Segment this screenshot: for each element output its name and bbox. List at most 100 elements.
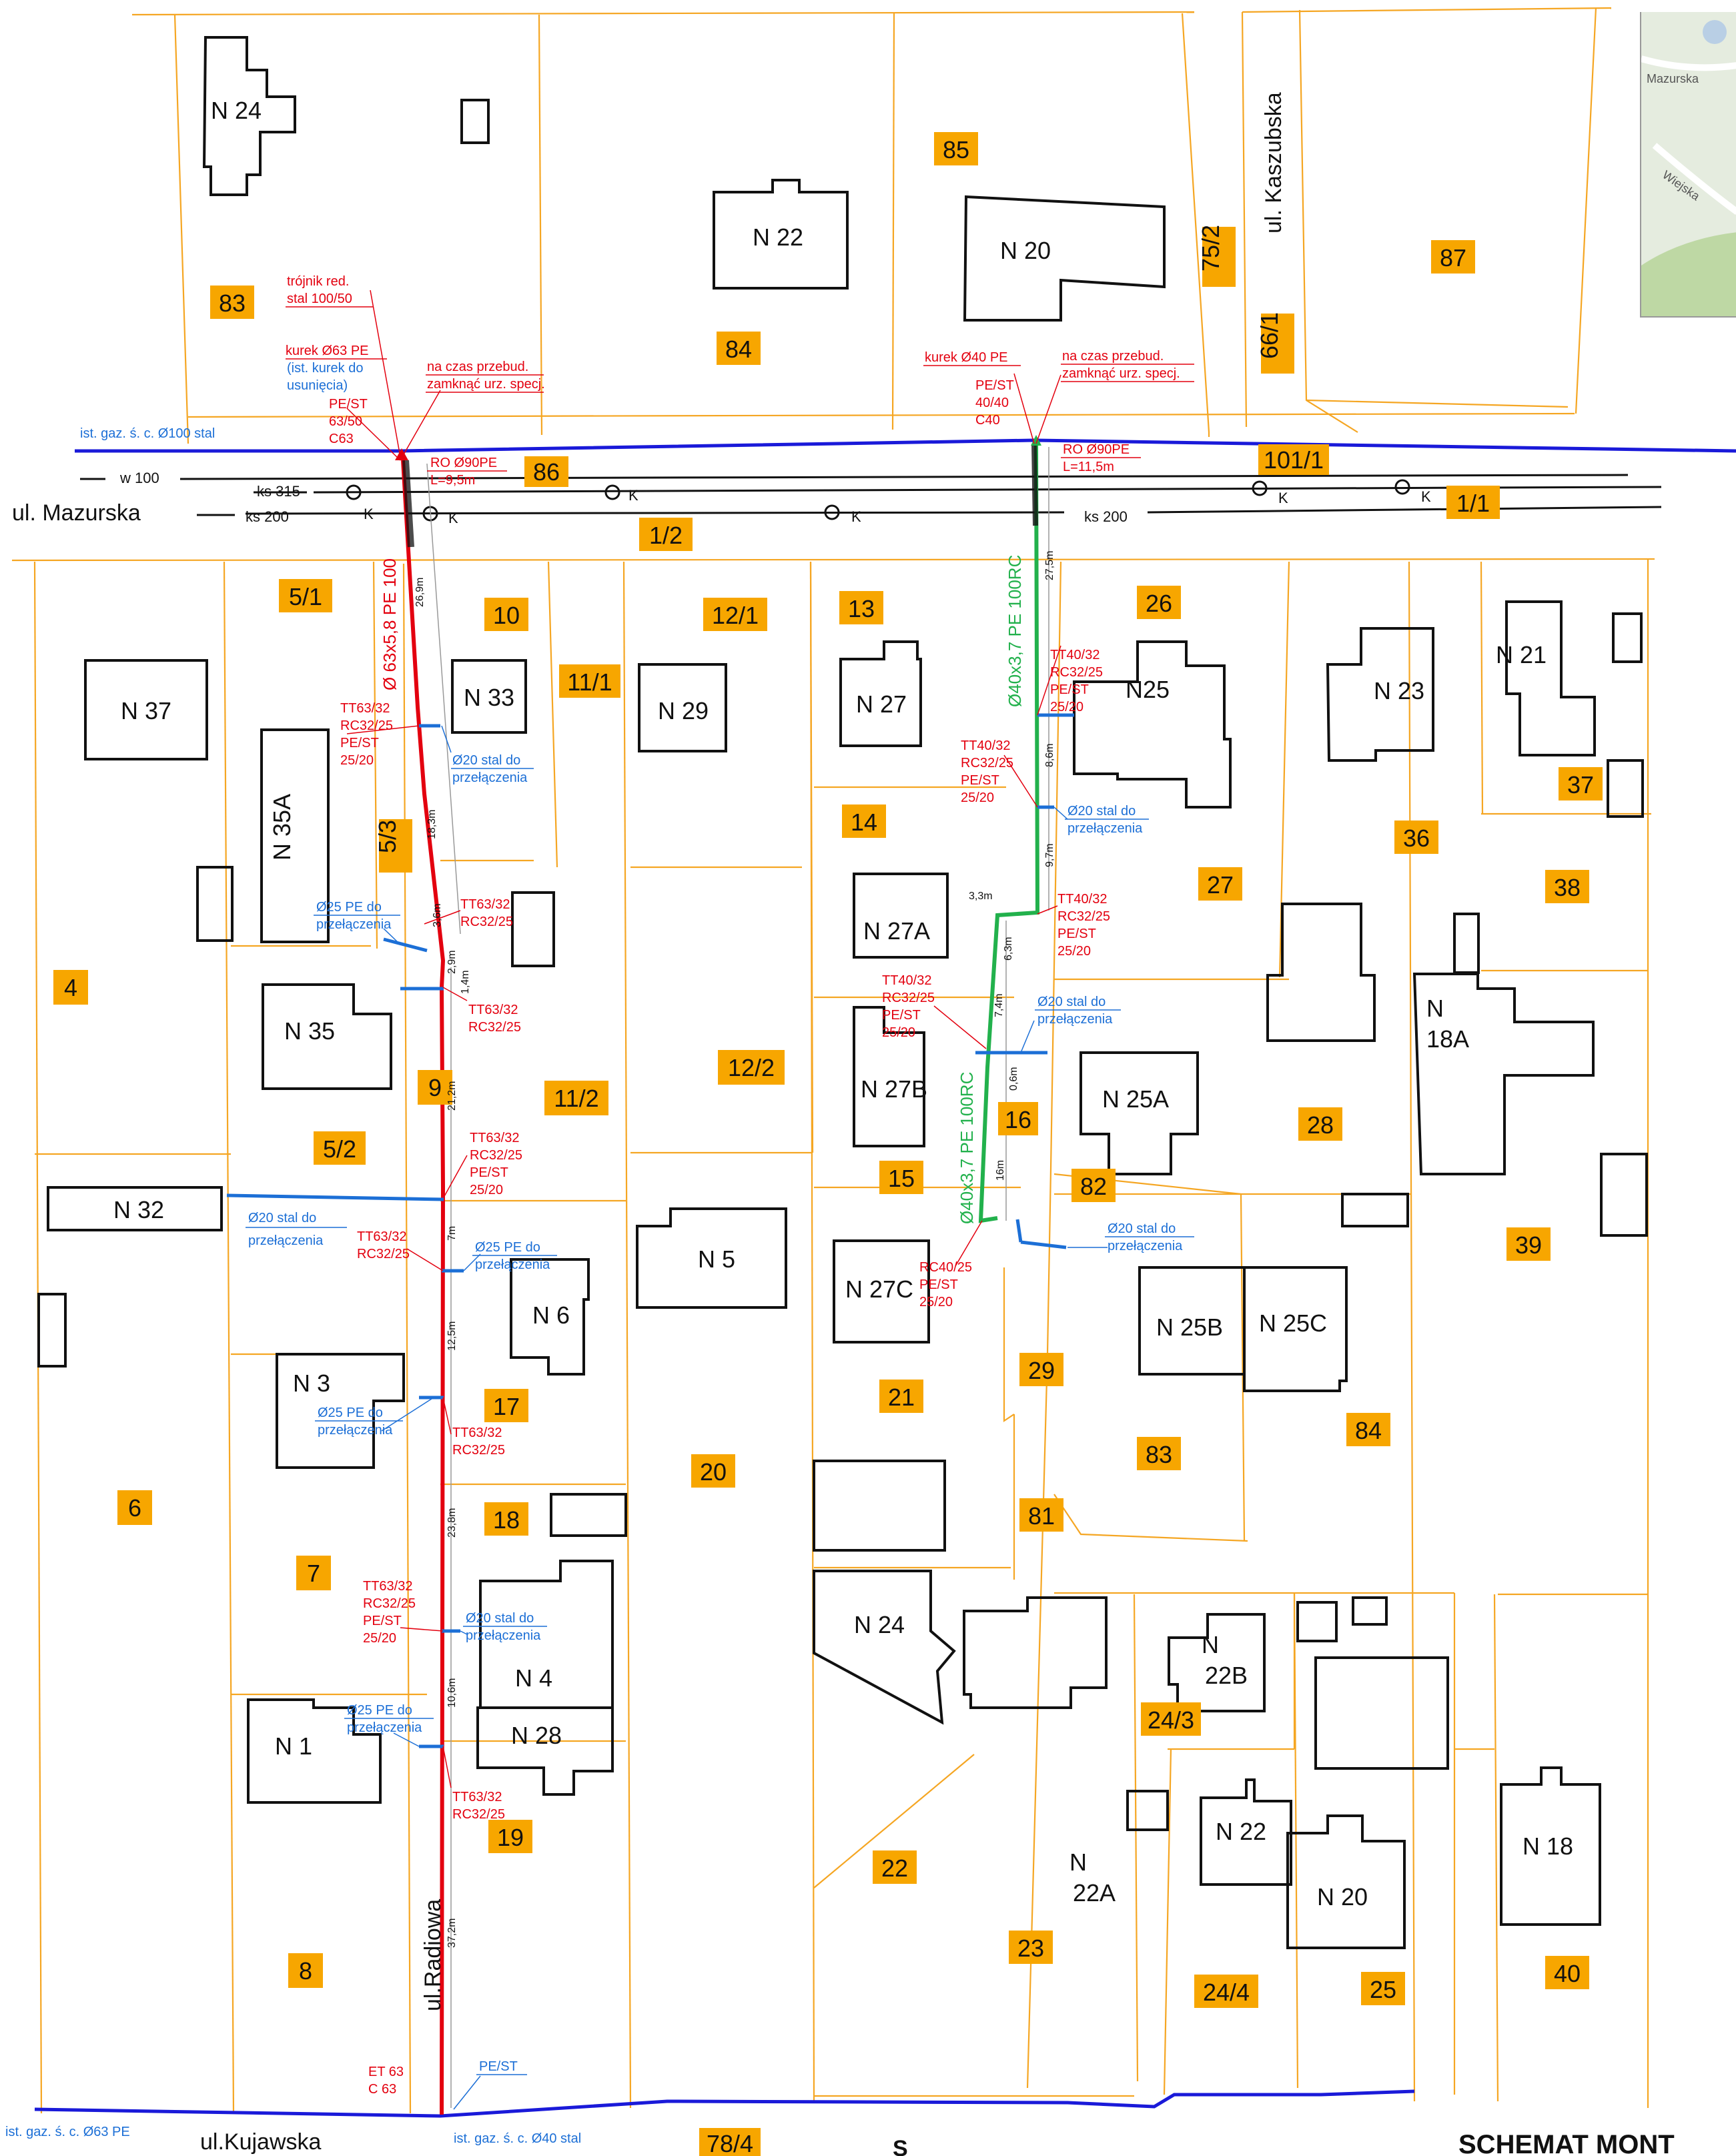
svg-text:zamknąć urz. specj.: zamknąć urz. specj. bbox=[427, 377, 545, 392]
building-n33 bbox=[451, 659, 527, 734]
building-n18a bbox=[1412, 973, 1595, 1175]
svg-text:TT63/32: TT63/32 bbox=[452, 1790, 502, 1804]
building-label: N 24 bbox=[211, 97, 262, 124]
gas-main-bottom-right-label: ist. gaz. ś. c. Ø40 stal bbox=[454, 2131, 581, 2146]
svg-text:RC32/25: RC32/25 bbox=[470, 1148, 522, 1163]
svg-text:25/20: 25/20 bbox=[470, 1183, 503, 1197]
street-name-kaszubska: ul. Kaszubska bbox=[1261, 92, 1286, 233]
svg-text:PE/ST: PE/ST bbox=[479, 2059, 518, 2074]
svg-text:85: 85 bbox=[943, 136, 969, 163]
plot-label: 29 bbox=[1019, 1353, 1063, 1386]
building-n20-top bbox=[963, 195, 1166, 322]
svg-text:TT63/32: TT63/32 bbox=[452, 1426, 502, 1440]
building-shed-2b bbox=[1352, 1596, 1388, 1626]
building-label: N 25A bbox=[1102, 1085, 1169, 1113]
svg-text:przełączenia: przełączenia bbox=[316, 917, 392, 932]
svg-text:26: 26 bbox=[1146, 590, 1172, 617]
svg-text:82: 82 bbox=[1080, 1173, 1107, 1200]
building-label: 22A bbox=[1073, 1879, 1116, 1907]
svg-text:63/50: 63/50 bbox=[329, 414, 362, 429]
svg-text:6: 6 bbox=[128, 1494, 141, 1522]
blue-annotations: (ist. kurek do usunięcia) Ø20 stal do pr… bbox=[246, 361, 1194, 2075]
building-label: N bbox=[1202, 1631, 1219, 1658]
svg-text:16: 16 bbox=[1005, 1106, 1031, 1133]
building-n27b bbox=[853, 1006, 925, 1147]
building-shed-top bbox=[460, 99, 490, 144]
svg-text:RC32/25: RC32/25 bbox=[1050, 665, 1103, 680]
svg-text:PE/ST: PE/ST bbox=[975, 378, 1014, 393]
building-label: N 20 bbox=[1000, 237, 1051, 264]
svg-text:RC32/25: RC32/25 bbox=[468, 1020, 521, 1035]
utility-label-k: K bbox=[851, 508, 861, 525]
ro-left-length: L=9,5m bbox=[430, 473, 475, 488]
building-labels: N 24 N 22 N 20 N 37 N 33 N 29 N 27 N25 N… bbox=[113, 97, 1573, 1911]
svg-text:stal 100/50: stal 100/50 bbox=[287, 292, 352, 306]
svg-text:1/2: 1/2 bbox=[649, 522, 683, 549]
svg-text:RC32/25: RC32/25 bbox=[452, 1443, 505, 1458]
svg-text:5/3: 5/3 bbox=[374, 820, 401, 853]
building-n20 bbox=[1286, 1814, 1406, 1949]
gas-mains bbox=[34, 438, 1736, 2118]
utility-label-k: K bbox=[1421, 488, 1431, 505]
svg-text:TT40/32: TT40/32 bbox=[961, 738, 1010, 753]
plot-label: 66/1 bbox=[1256, 312, 1294, 374]
svg-text:40: 40 bbox=[1554, 1960, 1581, 1987]
building-shed-39b bbox=[1341, 1193, 1409, 1227]
svg-text:75/2: 75/2 bbox=[1197, 225, 1224, 272]
pipe-labels: Ø 63x5,8 PE 100 Ø40x3,7 PE 100RC Ø40x3,7… bbox=[380, 442, 1141, 1224]
utility-label-k: K bbox=[1278, 490, 1288, 506]
plot-label: 37 bbox=[1559, 767, 1603, 800]
svg-text:RC32/25: RC32/25 bbox=[363, 1596, 416, 1611]
svg-text:12,5m: 12,5m bbox=[446, 1321, 458, 1351]
utility-label-k: K bbox=[364, 506, 374, 522]
plot-label: 27 bbox=[1198, 867, 1242, 901]
plot-label: 23 bbox=[1009, 1931, 1053, 1964]
utility-line-labels: w 100 ks 315 ks 200 ks 200 K K K K K K bbox=[119, 470, 1431, 526]
building-block-right bbox=[1314, 1656, 1449, 1770]
svg-text:84: 84 bbox=[1355, 1417, 1382, 1444]
svg-text:TT63/32: TT63/32 bbox=[468, 1003, 518, 1017]
building-label: N 1 bbox=[275, 1732, 312, 1760]
svg-text:9,7m: 9,7m bbox=[1044, 843, 1055, 867]
building-label: N 29 bbox=[658, 697, 709, 724]
plot-label: 101/1 bbox=[1258, 444, 1329, 475]
svg-text:5/2: 5/2 bbox=[323, 1135, 356, 1163]
svg-text:przełączenia: przełączenia bbox=[452, 770, 528, 785]
svg-text:25/20: 25/20 bbox=[363, 1631, 396, 1646]
svg-text:12/1: 12/1 bbox=[712, 602, 759, 629]
svg-text:Ø20 stal do: Ø20 stal do bbox=[452, 753, 520, 768]
dimension-labels: 26,9m 18,3m 3,6m 2,9m 1,4m 21,2m 7m 12,5… bbox=[414, 551, 1055, 1948]
building-n27c bbox=[833, 1239, 930, 1343]
svg-text:0,6m: 0,6m bbox=[1008, 1067, 1019, 1091]
inset-label-mazurska: Mazurska bbox=[1647, 72, 1699, 85]
ro-left-label: RO Ø90PE bbox=[430, 456, 497, 470]
plot-label: 83 bbox=[210, 286, 254, 319]
svg-text:Ø20 stal do: Ø20 stal do bbox=[466, 1611, 534, 1626]
utility-label-k: K bbox=[628, 487, 638, 504]
building-n3 bbox=[276, 1353, 405, 1469]
red-annotations: trójnik red. stal 100/50 kurek Ø63 PE PE… bbox=[286, 274, 1194, 2097]
svg-text:17: 17 bbox=[493, 1393, 520, 1420]
building-n37 bbox=[84, 659, 208, 760]
svg-text:trójnik red.: trójnik red. bbox=[287, 274, 349, 289]
svg-text:25/20: 25/20 bbox=[340, 753, 374, 768]
svg-text:TT63/32: TT63/32 bbox=[363, 1579, 412, 1594]
drawing-title: SCHEMAT MONT bbox=[1458, 2130, 1675, 2156]
svg-text:2,9m: 2,9m bbox=[446, 950, 458, 974]
building-label: N 25C bbox=[1259, 1309, 1327, 1337]
plot-label: 7 bbox=[296, 1556, 331, 1590]
svg-text:przełączenia: przełączenia bbox=[318, 1423, 393, 1438]
building-label: N 27C bbox=[845, 1275, 913, 1303]
building-shed-18 bbox=[550, 1493, 627, 1537]
building-label: N 35 bbox=[284, 1017, 335, 1045]
building-n6 bbox=[510, 1258, 590, 1376]
plot-label: 17 bbox=[484, 1389, 528, 1422]
svg-text:PE/ST: PE/ST bbox=[919, 1277, 958, 1292]
plot-label: 19 bbox=[488, 1820, 532, 1853]
svg-text:18,3m: 18,3m bbox=[426, 810, 438, 839]
svg-text:przełączenia: przełączenia bbox=[466, 1628, 541, 1643]
plot-label: 26 bbox=[1137, 586, 1181, 619]
svg-text:5/1: 5/1 bbox=[289, 583, 322, 610]
plot-label: 75/2 bbox=[1197, 225, 1236, 287]
plot-label: 38 bbox=[1545, 870, 1589, 903]
